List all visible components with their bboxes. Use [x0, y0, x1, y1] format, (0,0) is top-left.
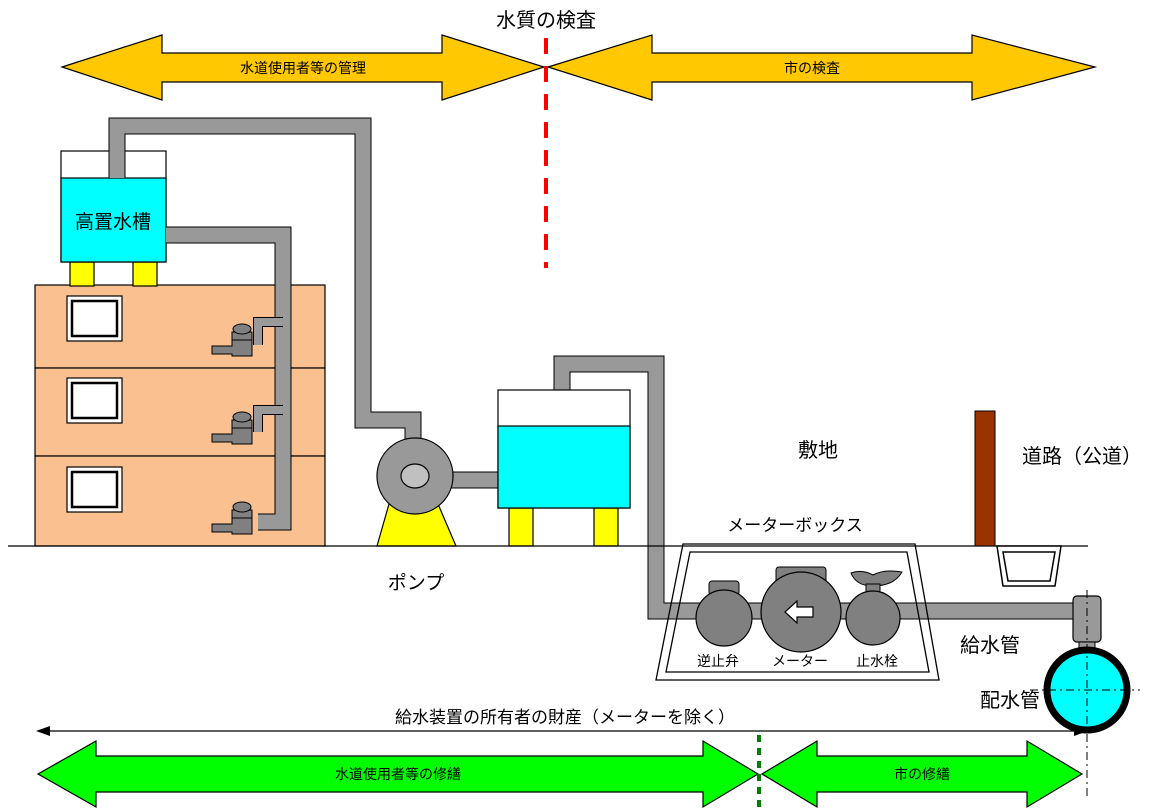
- inspection-right-label: 市の検査: [784, 60, 840, 77]
- meter-box-label: メーターボックス: [727, 516, 863, 536]
- inspection-arrow-right: [545, 34, 1098, 101]
- elevated-tank-label: 高置水槽: [75, 211, 151, 233]
- pump-label: ポンプ: [388, 572, 444, 594]
- repair-right-label: 市の修繕: [894, 766, 950, 783]
- check-valve-label: 逆止弁: [697, 654, 739, 670]
- repair-left-label: 水道使用者等の修繕: [335, 766, 461, 783]
- road-boundary-post: [974, 410, 996, 547]
- water-meter-icon: [760, 566, 842, 653]
- ownership-label: 給水装置の所有者の財産（メーターを除く）: [395, 708, 735, 728]
- inspection-left-label: 水道使用者等の管理: [240, 60, 366, 77]
- distribution-main-icon: [1030, 590, 1140, 800]
- pump-icon: [376, 437, 457, 547]
- supply-pipes: [108, 117, 1082, 620]
- premises-label: 敷地: [798, 438, 838, 462]
- distribution-pipe-label: 配水管: [980, 688, 1040, 712]
- road-valve-box: [996, 545, 1062, 587]
- window: [66, 295, 123, 342]
- window: [66, 466, 123, 513]
- stop-valve-icon: [845, 570, 903, 646]
- faucet-icon: [211, 323, 253, 357]
- water-quality-inspection-title: 水質の検査: [496, 8, 596, 32]
- receiving-water-tank: [497, 389, 631, 547]
- faucet-icon: [211, 411, 253, 445]
- road-label: 道路（公道）: [1022, 444, 1142, 468]
- meter-label: メーター: [772, 654, 828, 670]
- meter-box: [655, 543, 940, 681]
- window: [66, 377, 123, 424]
- stop-valve-label: 止水栓: [856, 654, 898, 670]
- repair-arrow-right: [760, 739, 1084, 809]
- flow-direction-arrow-icon: [784, 599, 814, 625]
- service-pipe-label: 給水管: [960, 633, 1020, 657]
- ownership-range-arrow: [36, 726, 1088, 736]
- check-valve-icon: [695, 580, 753, 647]
- faucet-icon: [211, 501, 253, 535]
- service-pipe-saddle: [1072, 595, 1102, 653]
